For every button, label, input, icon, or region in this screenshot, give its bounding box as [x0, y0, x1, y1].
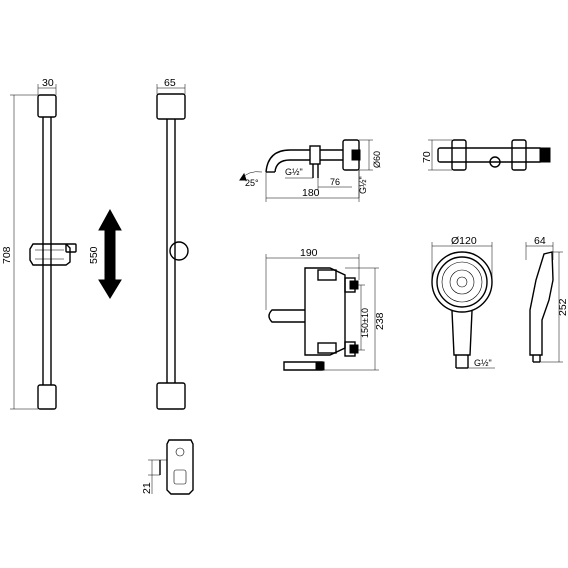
handshower-front-view: Ø120 G½": [431, 235, 495, 369]
mixer-height-label: 70: [421, 151, 433, 163]
mixer-knob-diameter-label: Ø60: [372, 151, 382, 168]
mixer-top-view: 25° G½" 76 180 Ø60 G½": [239, 139, 382, 202]
mixer-offset-label: 76: [330, 177, 340, 187]
handshower-diameter-label: Ø120: [451, 235, 477, 247]
rail-side-view: 30 708: [1, 77, 77, 410]
travel-arrow: 550: [88, 208, 122, 299]
mixer-length-label: 180: [302, 187, 320, 199]
handshower-thread-label: G½": [474, 358, 492, 368]
handshower-width-label: 64: [534, 235, 546, 247]
bracket-depth-label: 21: [141, 482, 153, 494]
rail-side-width-label: 30: [42, 77, 54, 89]
mixer-overall-height-label: 238: [374, 312, 386, 330]
mixer-front-view: 70: [421, 139, 551, 171]
mixer-centres-label: 150±10: [360, 308, 370, 338]
wall-bracket: 21: [141, 439, 194, 495]
slider-travel-label: 550: [88, 246, 100, 264]
rail-front-width-label: 65: [164, 77, 176, 89]
mixer-inlet-thread-label: G½": [285, 167, 303, 177]
mixer-angle-label: 25°: [245, 178, 259, 188]
handshower-length-label: 252: [557, 298, 568, 316]
mixer-projection-label: 190: [300, 247, 318, 259]
mixer-outlet-thread-label: G½": [358, 176, 368, 194]
mixer-side-view: 190 150±10 238: [265, 247, 386, 371]
rail-length-label: 708: [1, 246, 13, 264]
rail-front-view: 65: [156, 77, 189, 410]
handshower-side-view: 64 252: [525, 235, 568, 363]
